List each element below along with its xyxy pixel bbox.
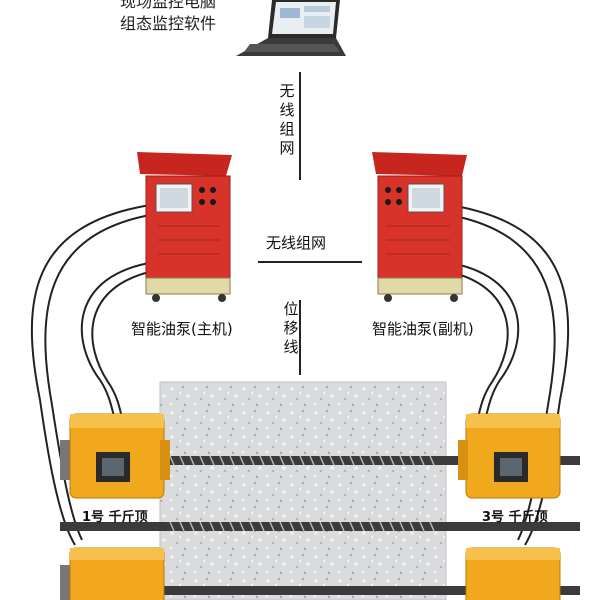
wireless-char: 组 <box>279 120 295 138</box>
wireless-char: 线 <box>279 101 295 119</box>
slave-pump-label: 智能油泵(副机) <box>372 320 474 338</box>
displacement-char: 移 <box>283 319 299 337</box>
wireless-char: 无 <box>279 82 295 100</box>
displacement-label: 位 移 线 <box>282 300 300 357</box>
master-pump-label: 智能油泵(主机) <box>131 320 233 338</box>
wireless-vertical-label: 无 线 组 网 <box>278 82 296 158</box>
wireless-char: 网 <box>279 139 295 157</box>
displacement-char: 位 <box>283 300 299 318</box>
software-label-line2: 组态监控软件 <box>120 14 217 33</box>
right-hoses <box>441 204 570 546</box>
jack-1-label: 1号 千斤顶 <box>82 510 148 525</box>
software-label-line1: 现场监控电脑 <box>120 0 217 11</box>
jack-3-label: 3号 千斤顶 <box>482 510 548 525</box>
left-hoses <box>30 204 159 546</box>
wireless-horizontal-label: 无线组网 <box>266 234 327 252</box>
displacement-char: 线 <box>283 338 299 356</box>
threaded-bars <box>60 456 580 595</box>
